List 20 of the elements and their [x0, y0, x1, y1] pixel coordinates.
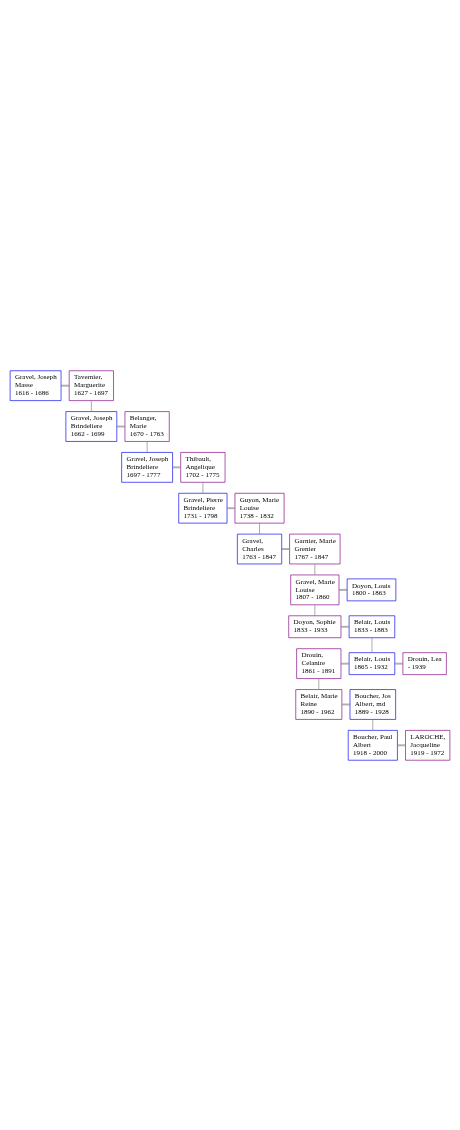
connector — [259, 522, 260, 534]
connector — [371, 636, 373, 653]
connector — [314, 604, 316, 616]
connector — [341, 703, 351, 705]
connector — [338, 588, 348, 591]
connector — [372, 718, 374, 731]
connector — [202, 481, 204, 493]
connector — [281, 547, 290, 550]
connector — [116, 425, 126, 427]
connector — [91, 399, 92, 412]
connector — [394, 662, 404, 664]
connector — [340, 625, 350, 628]
connector — [318, 677, 320, 690]
connector — [172, 466, 181, 468]
connector — [226, 506, 236, 509]
connector — [340, 662, 350, 664]
connector — [60, 384, 70, 386]
connector — [146, 440, 148, 453]
connector — [397, 744, 406, 746]
connector — [314, 563, 316, 575]
